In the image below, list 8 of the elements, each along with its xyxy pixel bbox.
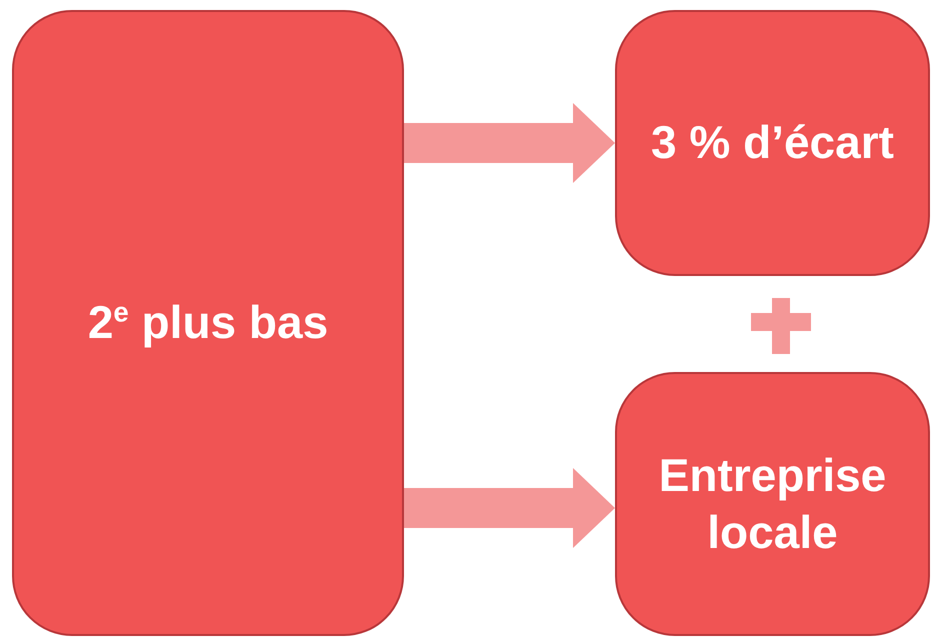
rounded-box (615, 372, 930, 636)
rounded-box (12, 10, 404, 636)
box-label: Entreprise locale (658, 448, 888, 560)
block-arrow (404, 103, 615, 183)
block-arrow (404, 468, 615, 548)
box-label: 3 % d’écart (650, 115, 895, 170)
rounded-box (615, 10, 930, 276)
box-label: 2$^{e}$ plus bas (86, 295, 330, 350)
